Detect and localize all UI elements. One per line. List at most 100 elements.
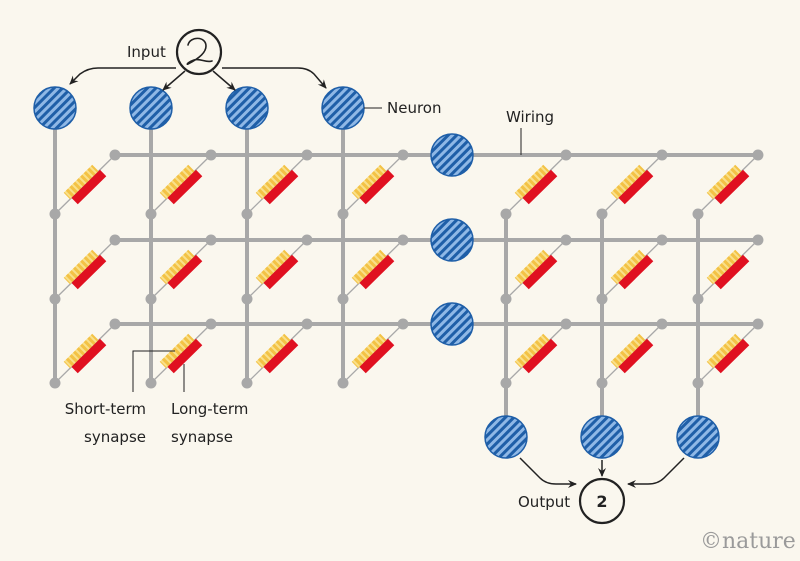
junction-dot xyxy=(596,293,608,305)
short-term-synapse xyxy=(514,333,550,369)
junction-dot xyxy=(109,149,121,161)
nature-credit: ©nature xyxy=(700,529,796,554)
junction-dot xyxy=(596,377,608,389)
junction-dot xyxy=(752,234,764,246)
input-arrows xyxy=(69,67,327,91)
junction-dot xyxy=(49,377,61,389)
long-term-synapse-label-line2: synapse xyxy=(171,428,233,446)
junction-dot xyxy=(656,149,668,161)
memristor-synapse xyxy=(514,164,558,205)
memristor-synapse xyxy=(63,164,107,205)
memristor-synapse xyxy=(706,333,750,374)
input-neuron xyxy=(321,86,365,130)
short-term-synapse xyxy=(706,164,742,200)
memristor-synapse xyxy=(255,164,299,205)
arrow-input-1 xyxy=(69,67,176,85)
memristor-synapse xyxy=(610,333,654,374)
short-term-synapse xyxy=(63,249,99,285)
output-node: 2 xyxy=(578,477,626,525)
memristor-synapse xyxy=(610,164,654,205)
synapse-layer xyxy=(63,164,750,374)
long-term-synapse xyxy=(522,169,558,205)
junction-dot xyxy=(500,293,512,305)
arrow-output-1 xyxy=(519,457,577,488)
short-term-synapse xyxy=(63,164,99,200)
memristor-synapse xyxy=(159,333,203,374)
input-neuron xyxy=(33,86,77,130)
memristor-synapse xyxy=(514,333,558,374)
arrow-output-3 xyxy=(627,457,685,488)
junction-dot xyxy=(752,149,764,161)
input-neuron xyxy=(129,86,173,130)
short-term-synapse xyxy=(159,164,195,200)
junction-dot xyxy=(145,377,157,389)
output-label: Output xyxy=(518,493,570,511)
junction-dot xyxy=(337,377,349,389)
output-arrows xyxy=(519,457,685,488)
junction-dot xyxy=(560,318,572,330)
short-term-synapse xyxy=(514,164,550,200)
junction-dot xyxy=(596,208,608,220)
junction-dot xyxy=(109,318,121,330)
hidden-neuron xyxy=(430,218,474,262)
junction-dot xyxy=(560,149,572,161)
long-term-synapse xyxy=(714,254,750,290)
input-neuron xyxy=(225,86,269,130)
short-term-synapse-label-line2: synapse xyxy=(84,428,146,446)
long-term-synapse xyxy=(71,169,107,205)
junction-dot xyxy=(205,149,217,161)
wiring-label: Wiring xyxy=(506,108,554,126)
output-digit: 2 xyxy=(596,492,607,511)
junction-dot xyxy=(397,234,409,246)
hidden-neuron xyxy=(430,302,474,346)
synapse-callout-lines xyxy=(132,350,185,392)
output-neuron xyxy=(676,415,720,459)
long-term-synapse xyxy=(167,169,203,205)
short-term-synapse xyxy=(706,249,742,285)
long-term-synapse xyxy=(71,254,107,290)
arrow-input-3 xyxy=(212,70,236,91)
long-term-synapse xyxy=(618,254,654,290)
short-term-synapse xyxy=(610,164,646,200)
junction-dot xyxy=(337,208,349,220)
long-term-synapse xyxy=(167,254,203,290)
memristor-synapse xyxy=(63,333,107,374)
long-term-synapse xyxy=(522,338,558,374)
junction-dot xyxy=(241,377,253,389)
junction-dot xyxy=(656,318,668,330)
junction-dot xyxy=(205,234,217,246)
junction-dot xyxy=(205,318,217,330)
long-term-synapse xyxy=(714,169,750,205)
junction-dot xyxy=(145,208,157,220)
long-term-synapse xyxy=(359,338,395,374)
arrow-input-2 xyxy=(162,70,186,91)
memristor-synapse xyxy=(159,249,203,290)
memristor-synapse xyxy=(706,249,750,290)
long-term-synapse xyxy=(714,338,750,374)
short-term-synapse xyxy=(63,333,99,369)
neuron-layer xyxy=(33,86,720,459)
short-term-synapse xyxy=(255,164,291,200)
long-term-synapse xyxy=(263,338,299,374)
short-term-synapse xyxy=(514,249,550,285)
junction-dot xyxy=(397,149,409,161)
junction-dot xyxy=(49,293,61,305)
long-term-synapse xyxy=(359,254,395,290)
input-label: Input xyxy=(127,43,166,61)
short-term-synapse xyxy=(159,249,195,285)
long-term-synapse xyxy=(263,169,299,205)
handwritten-digit-two xyxy=(186,37,213,65)
memristor-synapse xyxy=(351,333,395,374)
long-term-synapse xyxy=(71,338,107,374)
junction-dot xyxy=(692,293,704,305)
short-term-synapse xyxy=(351,333,387,369)
long-term-synapse xyxy=(359,169,395,205)
short-term-synapse xyxy=(351,249,387,285)
long-term-synapse xyxy=(522,254,558,290)
junction-dot xyxy=(560,234,572,246)
junction-dot xyxy=(109,234,121,246)
memristor-synapse xyxy=(610,249,654,290)
junction-dot xyxy=(241,293,253,305)
long-term-synapse-label-line1: Long-term xyxy=(171,400,248,418)
